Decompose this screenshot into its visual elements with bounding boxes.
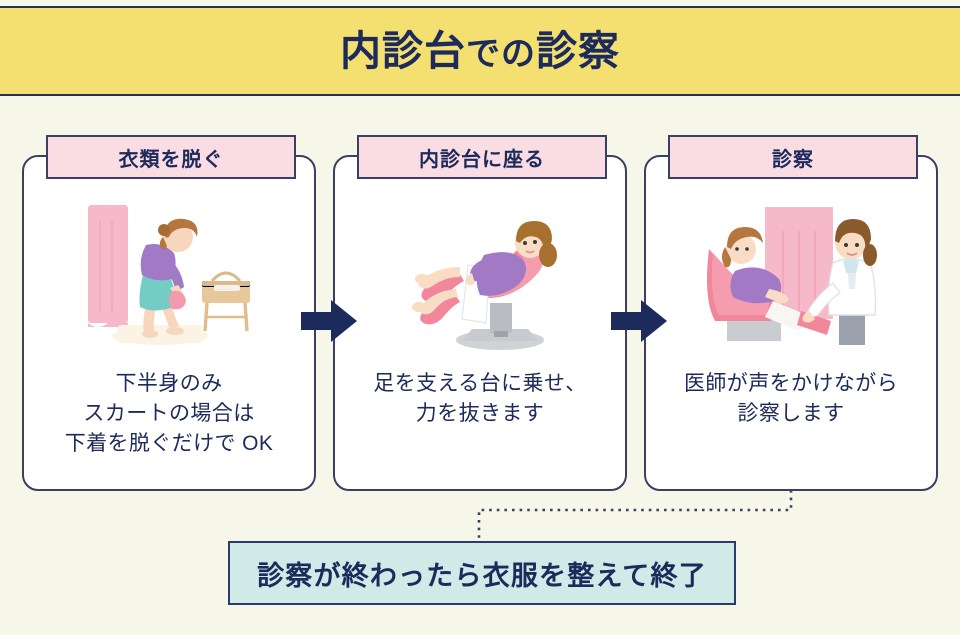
woman-undressing-behind-curtain-icon <box>88 205 250 345</box>
woman-on-examination-chair-icon <box>412 221 557 350</box>
step-card-2-header: 内診台に座る <box>357 135 607 179</box>
step-card-1-header: 衣類を脱ぐ <box>46 135 296 179</box>
step-card-1-illustration <box>24 197 314 357</box>
step-card-3: 診察 <box>644 135 938 491</box>
step-card-3-illustration <box>646 197 936 357</box>
step-card-3-header: 診察 <box>668 135 918 179</box>
right-arrow-icon <box>301 300 357 342</box>
step-card-2-illustration <box>335 197 625 357</box>
right-arrow-icon <box>611 300 667 342</box>
step-card-3-caption: 医師が声をかけながら 診察します <box>684 372 898 425</box>
footer-banner-label: 診察が終わったら衣服を整えて終了 <box>257 560 707 591</box>
doctor-examining-patient-icon <box>707 207 877 345</box>
dotted-path-icon <box>477 490 793 542</box>
title-banner: 内診台での診察 <box>0 6 960 96</box>
step-card-3-header-label: 診察 <box>772 148 814 171</box>
page-title-part-sub: での <box>466 34 536 73</box>
page-title-part-main: 内診台 <box>340 27 466 74</box>
step-card-2-caption: 足を支える台に乗せ、 力を抜きます <box>373 372 587 425</box>
arrow-step2-to-step3 <box>611 300 667 342</box>
page-title-part-tail: 診察 <box>536 27 620 74</box>
step-card-1: 衣類を脱ぐ <box>22 135 316 491</box>
step-card-2-header-label: 内診台に座る <box>419 148 545 171</box>
dotted-connector-step3-to-footer <box>0 480 960 550</box>
footer-banner: 診察が終わったら衣服を整えて終了 <box>228 541 736 605</box>
step-card-1-header-label: 衣類を脱ぐ <box>118 148 224 171</box>
step-card-1-caption: 下半身のみ スカートの場合は 下着を脱ぐだけで OK <box>64 372 274 455</box>
arrow-step1-to-step2 <box>301 300 357 342</box>
step-card-2: 内診台に座る <box>333 135 627 491</box>
page-title: 内診台での診察 <box>340 27 620 74</box>
